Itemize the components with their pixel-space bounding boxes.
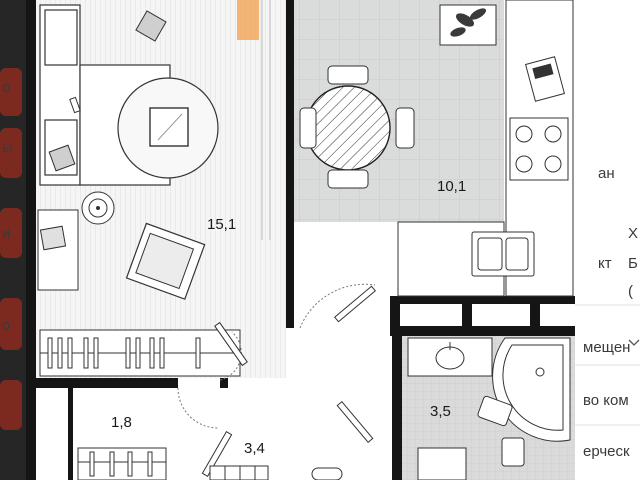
- right-panel-fragment: мещен: [583, 339, 630, 356]
- left-side-panel: о ы и о: [0, 0, 26, 480]
- right-panel-fragment: во ком: [583, 392, 629, 409]
- toilet-icon: [501, 437, 525, 467]
- left-panel-fragment: и: [2, 225, 10, 242]
- floor-lamp-icon: [81, 191, 115, 225]
- right-panel-fragment: Х: [628, 225, 638, 242]
- nightstand: [37, 209, 79, 291]
- shower-icon: [492, 337, 571, 442]
- living-room-area-label: 15,1: [207, 216, 236, 233]
- wardrobe-area-label: 1,8: [111, 414, 132, 431]
- right-panel-fragment: ерческ: [583, 443, 630, 460]
- left-panel-fragment: о: [2, 317, 10, 334]
- sink-icon: [471, 231, 535, 277]
- door-leaf: [201, 285, 377, 477]
- coffee-machine-icon: [524, 56, 566, 102]
- right-panel-fragment: (: [628, 283, 633, 300]
- hallway-area-label: 3,4: [244, 440, 265, 457]
- cooktop-icon: [509, 117, 569, 181]
- chevron-down-icon: [628, 339, 640, 346]
- kitchen-area-label: 10,1: [437, 178, 466, 195]
- bath-mat: [477, 395, 513, 427]
- right-side-panel: ан Х кт Б ( мещен во ком ерческ: [575, 0, 640, 480]
- bathroom-area-label: 3,5: [430, 403, 451, 420]
- washbasin-icon: [407, 337, 493, 377]
- hallway-shelf: [209, 465, 269, 480]
- left-panel-fragment: о: [2, 79, 10, 96]
- left-panel-fragment: ы: [2, 139, 13, 156]
- plant-icon: [439, 4, 497, 46]
- armchair: [125, 222, 206, 300]
- door-arcs: [177, 283, 376, 429]
- cushion-icon: [48, 10, 167, 172]
- washing-machine-icon: [417, 447, 467, 480]
- kitchen-entry-floor: [294, 222, 399, 317]
- wardrobe-area: [77, 447, 167, 480]
- remote-icon: [69, 96, 81, 114]
- walls: [26, 0, 575, 480]
- right-panel-fragment: ан: [598, 165, 615, 182]
- coffee-table: [117, 77, 219, 179]
- right-panel-fragment: кт: [598, 255, 612, 272]
- right-panel-fragment: Б: [628, 255, 638, 272]
- hanger-icon: [47, 337, 201, 369]
- hallway-stool: [311, 467, 343, 480]
- dining-table: [299, 65, 415, 189]
- window-frame: [237, 0, 259, 40]
